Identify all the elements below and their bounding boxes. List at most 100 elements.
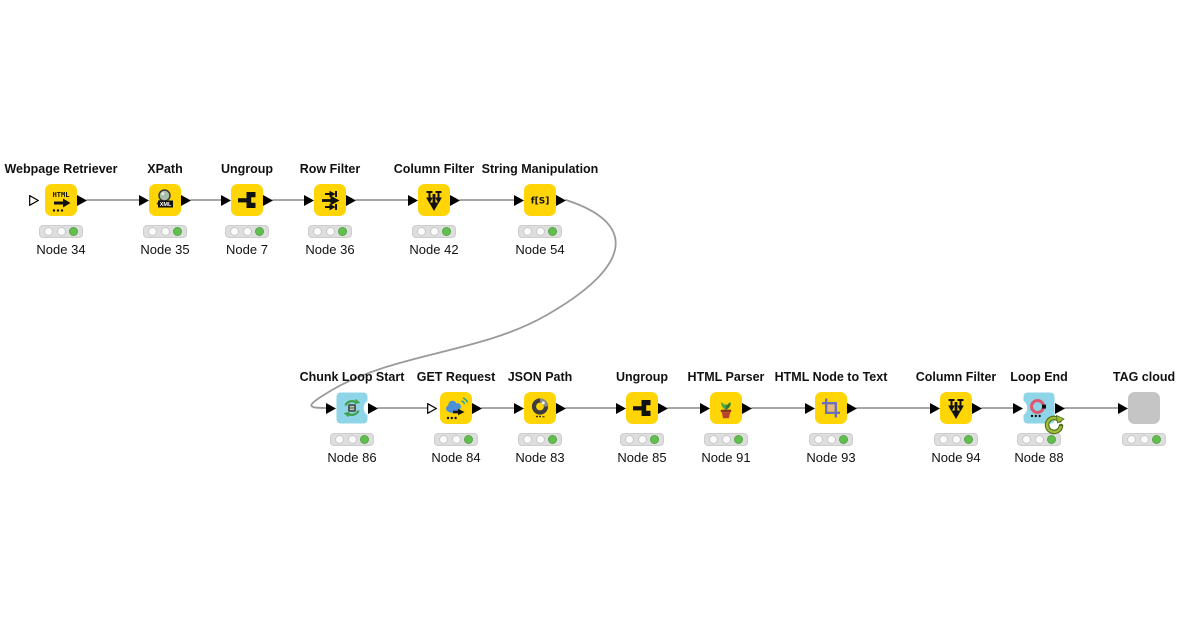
node-body[interactable] bbox=[304, 184, 356, 216]
node-body[interactable] bbox=[700, 392, 752, 424]
input-port[interactable] bbox=[616, 402, 626, 414]
input-port[interactable] bbox=[700, 402, 710, 414]
node-title: HTML Node to Text bbox=[774, 370, 888, 384]
output-port[interactable] bbox=[450, 194, 460, 206]
node-body[interactable] bbox=[514, 392, 566, 424]
node-number: Node 35 bbox=[140, 242, 190, 257]
output-port[interactable] bbox=[346, 194, 356, 206]
status-traffic-light bbox=[434, 433, 478, 446]
node-body[interactable] bbox=[930, 392, 982, 424]
output-port[interactable] bbox=[556, 194, 566, 206]
input-port[interactable] bbox=[304, 194, 314, 206]
status-traffic-light bbox=[39, 225, 83, 238]
node-get-request[interactable]: GET Request Node bbox=[386, 369, 526, 465]
node-chunk-loop-start[interactable]: Chunk Loop Start bbox=[282, 369, 422, 465]
node-body[interactable] bbox=[1013, 392, 1065, 435]
output-port[interactable] bbox=[263, 194, 273, 206]
optional-input-port[interactable] bbox=[29, 194, 39, 206]
status-traffic-light bbox=[620, 433, 664, 446]
html-node-to-text-icon bbox=[822, 398, 840, 418]
input-port[interactable] bbox=[514, 402, 524, 414]
ungroup-icon bbox=[238, 192, 256, 208]
connection-loop-sweep[interactable] bbox=[310, 199, 617, 409]
node-webpage-retriever[interactable]: Webpage Retriever HTML Node 34 bbox=[0, 161, 131, 257]
node-title: HTML Parser bbox=[687, 370, 765, 384]
node-number: Node 91 bbox=[701, 450, 751, 465]
input-port[interactable] bbox=[326, 402, 336, 414]
input-port[interactable] bbox=[514, 194, 524, 206]
column-filter-icon bbox=[426, 191, 442, 212]
status-traffic-light bbox=[518, 433, 562, 446]
node-column-filter-42[interactable]: Column Filter Node 42 bbox=[364, 161, 504, 257]
node-body[interactable] bbox=[427, 392, 482, 424]
node-title: XPath bbox=[147, 162, 183, 176]
status-traffic-light bbox=[330, 433, 374, 446]
node-body[interactable] bbox=[616, 392, 668, 424]
output-port[interactable] bbox=[77, 194, 87, 206]
node-number: Node 42 bbox=[409, 242, 459, 257]
node-body[interactable]: HTML bbox=[29, 184, 87, 216]
node-title: GET Request bbox=[416, 370, 496, 384]
node-body[interactable] bbox=[326, 392, 378, 424]
output-port[interactable] bbox=[368, 402, 378, 414]
node-number: Node 36 bbox=[305, 242, 355, 257]
node-html-parser[interactable]: HTML Parser Node 91 bbox=[656, 369, 796, 465]
node-number: Node 85 bbox=[617, 450, 667, 465]
node-loop-end[interactable]: Loop End Node 88 bbox=[969, 369, 1109, 465]
node-number: Node 86 bbox=[327, 450, 377, 465]
get-request-icon bbox=[446, 397, 469, 420]
output-port[interactable] bbox=[472, 402, 482, 414]
input-port[interactable] bbox=[139, 194, 149, 206]
output-port[interactable] bbox=[658, 402, 668, 414]
node-title: Loop End bbox=[1010, 370, 1068, 384]
node-column-filter-94[interactable]: Column Filter Node 94 bbox=[886, 369, 1026, 465]
ungroup-icon bbox=[633, 400, 651, 416]
node-tag-cloud[interactable]: TAG cloud bbox=[1074, 369, 1200, 446]
input-port[interactable] bbox=[1118, 402, 1128, 414]
node-title: Column Filter bbox=[393, 162, 475, 176]
node-body[interactable]: XML bbox=[139, 184, 191, 216]
node-ungroup-7[interactable]: Ungroup Node 7 bbox=[177, 161, 317, 257]
input-port[interactable] bbox=[408, 194, 418, 206]
node-xpath[interactable]: XPath XML Node 35 bbox=[95, 161, 235, 257]
node-number: Node 88 bbox=[1014, 450, 1064, 465]
html-parser-icon bbox=[720, 402, 732, 419]
output-port[interactable] bbox=[972, 402, 982, 414]
status-traffic-light bbox=[1017, 433, 1061, 446]
node-number: Node 34 bbox=[36, 242, 86, 257]
status-traffic-light bbox=[308, 225, 352, 238]
node-number: Node 7 bbox=[226, 242, 268, 257]
node-body[interactable] bbox=[805, 392, 857, 424]
node-body[interactable] bbox=[221, 184, 273, 216]
tag-cloud-body[interactable] bbox=[1118, 392, 1160, 424]
output-port[interactable] bbox=[847, 402, 857, 414]
output-port[interactable] bbox=[742, 402, 752, 414]
input-port[interactable] bbox=[1013, 402, 1023, 414]
node-body[interactable] bbox=[408, 184, 460, 216]
input-port[interactable] bbox=[221, 194, 231, 206]
output-port[interactable] bbox=[556, 402, 566, 414]
node-number: Node 54 bbox=[515, 242, 565, 257]
node-json-path[interactable]: JSON Path Node 83 bbox=[470, 369, 610, 465]
row-filter-icon bbox=[322, 190, 340, 211]
optional-input-port[interactable] bbox=[427, 402, 437, 414]
svg-text:f[S]: f[S] bbox=[531, 197, 550, 207]
output-port[interactable] bbox=[181, 194, 191, 206]
node-title: Webpage Retriever bbox=[4, 162, 118, 176]
node-html-node-to-text[interactable]: HTML Node to Text Node 93 bbox=[761, 369, 901, 465]
status-traffic-light bbox=[143, 225, 187, 238]
node-title: String Manipulation bbox=[481, 162, 599, 176]
node-ungroup-85[interactable]: Ungroup Node 85 bbox=[572, 369, 712, 465]
node-string-manipulation[interactable]: String Manipulation f[S] Node 54 bbox=[470, 161, 610, 257]
loop-refresh-icon bbox=[1044, 414, 1065, 435]
node-body[interactable]: f[S] bbox=[514, 184, 566, 216]
output-port[interactable] bbox=[1055, 402, 1065, 414]
status-traffic-light bbox=[809, 433, 853, 446]
node-row-filter[interactable]: Row Filter Node 36 bbox=[260, 161, 400, 257]
input-port[interactable] bbox=[805, 402, 815, 414]
input-port[interactable] bbox=[930, 402, 940, 414]
status-traffic-light bbox=[225, 225, 269, 238]
status-traffic-light bbox=[412, 225, 456, 238]
